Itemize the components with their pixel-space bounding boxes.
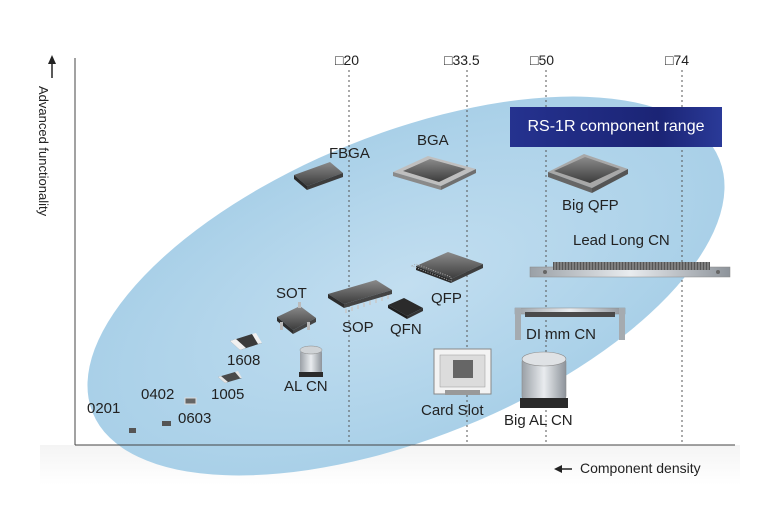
qfn-image [388, 298, 423, 319]
label-sot: SOT [276, 285, 307, 302]
label-1005: 1005 [211, 386, 245, 403]
label-card-slot: Card Slot [421, 402, 484, 419]
chip-0603-image [162, 421, 171, 426]
sot-image [277, 302, 316, 334]
chip-0402-image [184, 397, 197, 405]
x-axis-label: Component density [556, 460, 701, 476]
tick-label-20: □20 [335, 52, 360, 68]
big-al-cn-image [520, 351, 568, 408]
y-axis-text: Advanced functionality [36, 86, 51, 217]
qfp-image [410, 252, 483, 283]
up-arrow-icon [48, 55, 56, 64]
label-qfp: QFP [431, 290, 462, 307]
label-di-mm-cn: DI mm CN [526, 326, 596, 343]
big-qfp-image [548, 154, 628, 193]
label-al-cn: AL CN [284, 378, 328, 395]
label-qfn: QFN [390, 321, 422, 338]
al-cn-image [299, 345, 323, 377]
card-slot-image [433, 348, 492, 395]
label-lead-long-cn: Lead Long CN [573, 232, 670, 249]
x-axis-text: Component density [580, 460, 701, 476]
lead-long-cn-image [529, 262, 731, 278]
label-big-al-cn: Big AL CN [504, 412, 573, 429]
label-sop: SOP [342, 319, 374, 336]
tick-label-74: □74 [665, 52, 690, 68]
tick-label-33-5: □33.5 [444, 52, 480, 68]
tick-label-50: □50 [530, 52, 555, 68]
chip-0201-image [129, 428, 136, 433]
sop-image [328, 280, 392, 313]
chip-1005-image [218, 371, 242, 383]
label-fbga: FBGA [329, 145, 370, 162]
label-big-qfp: Big QFP [562, 197, 619, 214]
fbga-image [294, 162, 343, 190]
left-arrow-icon [554, 465, 562, 473]
label-bga: BGA [417, 132, 449, 149]
y-axis-label: Advanced functionality [36, 86, 56, 256]
label-0402: 0402 [141, 386, 175, 403]
component-range-banner: RS-1R component range [510, 107, 722, 147]
label-0603: 0603 [178, 410, 212, 427]
component-range-ellipse [87, 96, 725, 476]
label-1608: 1608 [227, 352, 261, 369]
label-0201: 0201 [87, 400, 121, 417]
chip-1608-image [230, 333, 262, 350]
di-mm-cn-image [514, 307, 626, 340]
bga-image [393, 156, 476, 190]
